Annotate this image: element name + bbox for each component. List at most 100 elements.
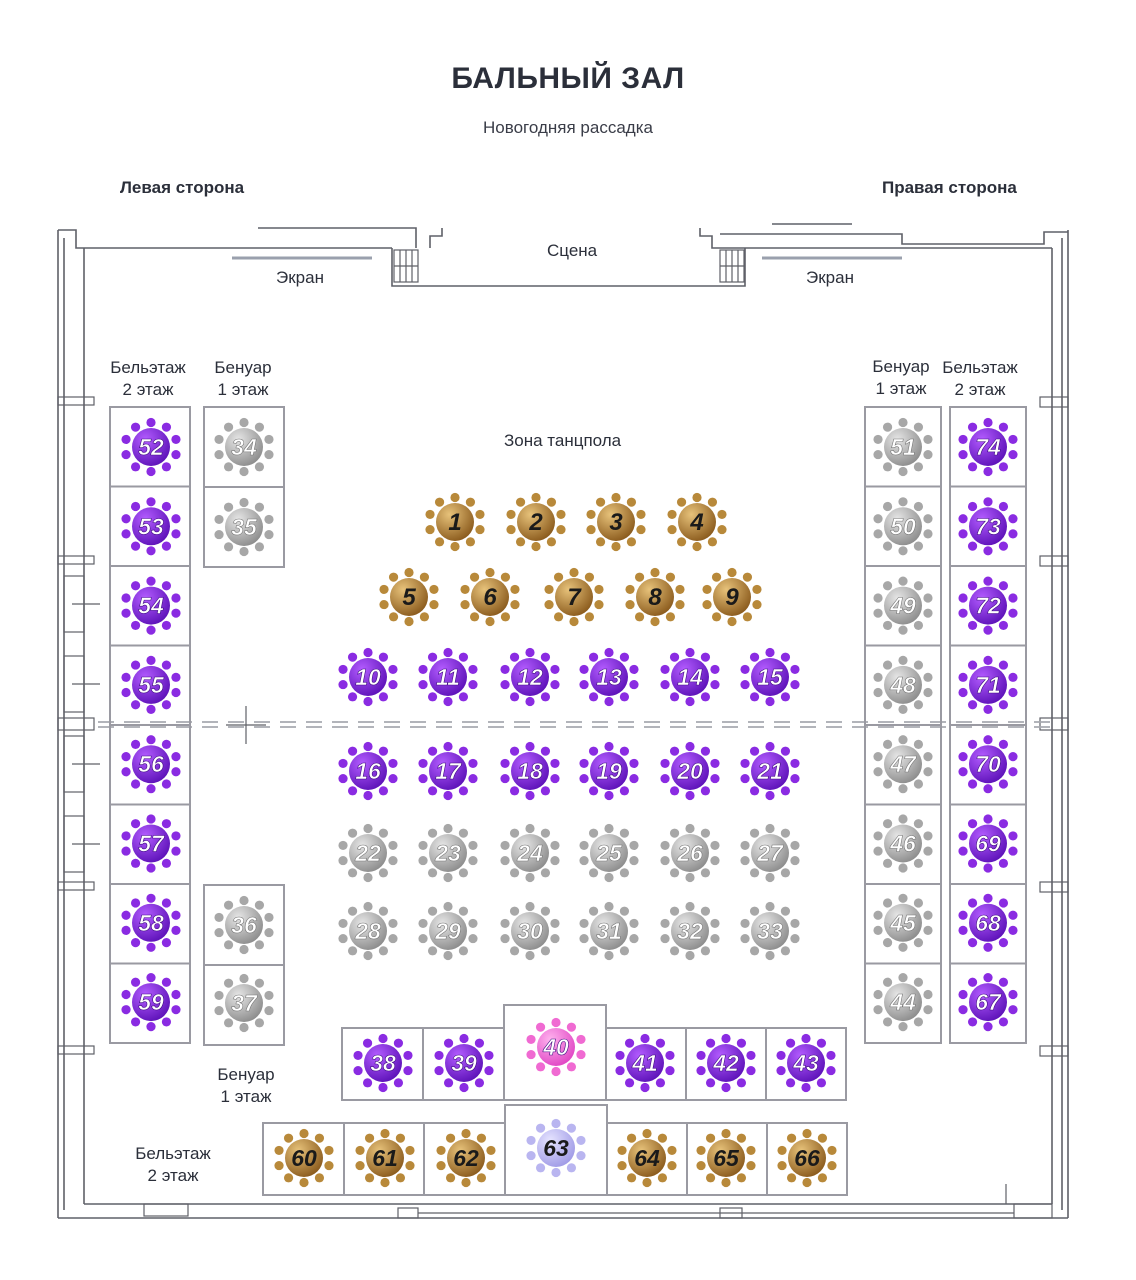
table-53[interactable]: 53 (121, 497, 181, 556)
table-43[interactable]: 43 (776, 1033, 836, 1093)
table-70[interactable]: 70 (958, 735, 1018, 794)
table-19[interactable]: 19 (579, 741, 639, 801)
table-67[interactable]: 67 (958, 973, 1018, 1032)
table-49[interactable]: 49 (873, 576, 933, 635)
table-37[interactable]: 37 (214, 973, 274, 1033)
table-16[interactable]: 16 (338, 741, 398, 801)
table-39[interactable]: 39 (434, 1033, 494, 1093)
table-13[interactable]: 13 (579, 647, 639, 707)
table-18[interactable]: 18 (500, 741, 560, 801)
table-9[interactable]: 9 (702, 567, 762, 627)
table-73[interactable]: 73 (958, 497, 1018, 556)
table-24[interactable]: 24 (500, 823, 560, 883)
table-27[interactable]: 27 (740, 823, 800, 883)
table-33[interactable]: 33 (740, 901, 800, 961)
table-72[interactable]: 72 (958, 576, 1018, 635)
chair-dot (264, 434, 274, 445)
table-64[interactable]: 64 (617, 1128, 677, 1188)
table-55[interactable]: 55 (121, 655, 181, 715)
table-56[interactable]: 56 (121, 735, 181, 794)
chair-dot (500, 612, 511, 622)
table-71[interactable]: 71 (958, 655, 1018, 715)
table-61[interactable]: 61 (355, 1128, 415, 1188)
table-4[interactable]: 4 (667, 492, 727, 552)
table-60[interactable]: 60 (274, 1128, 334, 1188)
table-29[interactable]: 29 (418, 901, 478, 961)
table-1[interactable]: 1 (425, 492, 485, 552)
table-69[interactable]: 69 (958, 814, 1018, 873)
table-54[interactable]: 54 (121, 576, 181, 635)
table-23[interactable]: 23 (418, 823, 478, 883)
chair-dot (484, 1050, 494, 1061)
table-44[interactable]: 44 (873, 973, 933, 1032)
table-14[interactable]: 14 (660, 647, 720, 707)
table-65[interactable]: 65 (696, 1128, 756, 1188)
table-12[interactable]: 12 (500, 647, 560, 707)
table-7[interactable]: 7 (544, 567, 604, 627)
table-number: 29 (434, 918, 461, 944)
chair-dot (740, 758, 750, 769)
table-35[interactable]: 35 (214, 497, 274, 557)
table-26[interactable]: 26 (660, 823, 720, 883)
table-15[interactable]: 15 (740, 647, 800, 707)
table-number: 62 (453, 1145, 479, 1171)
table-40[interactable]: 40 (526, 1017, 586, 1077)
chair-dot (443, 823, 453, 834)
table-17[interactable]: 17 (418, 741, 478, 801)
table-47[interactable]: 47 (873, 735, 933, 794)
table-number: 63 (543, 1135, 569, 1161)
table-58[interactable]: 58 (121, 893, 181, 952)
chair-dot (604, 901, 614, 912)
table-74[interactable]: 74 (958, 417, 1018, 477)
table-3[interactable]: 3 (586, 492, 646, 552)
table-38[interactable]: 38 (353, 1033, 413, 1093)
table-22[interactable]: 22 (338, 823, 398, 883)
table-52[interactable]: 52 (121, 417, 181, 477)
table-31[interactable]: 31 (579, 901, 639, 961)
table-32[interactable]: 32 (660, 901, 720, 961)
table-59[interactable]: 59 (121, 973, 181, 1032)
table-46[interactable]: 46 (873, 814, 933, 873)
table-62[interactable]: 62 (436, 1128, 496, 1188)
table-57[interactable]: 57 (121, 814, 181, 873)
chair-dot (721, 1033, 731, 1044)
chair-dot (355, 1160, 365, 1171)
table-63[interactable]: 63 (526, 1118, 586, 1178)
chair-dot (584, 612, 595, 622)
table-34[interactable]: 34 (214, 417, 274, 477)
table-20[interactable]: 20 (660, 741, 720, 801)
table-6[interactable]: 6 (460, 567, 520, 627)
chair-dot (826, 1065, 836, 1076)
table-number: 71 (975, 672, 1001, 698)
dance-zone-label: Зона танцпола (504, 431, 622, 450)
chair-dot (998, 898, 1009, 908)
table-top (429, 752, 467, 790)
table-8[interactable]: 8 (625, 567, 685, 627)
table-5[interactable]: 5 (379, 567, 439, 627)
table-50[interactable]: 50 (873, 497, 933, 556)
chair-dot (264, 449, 274, 460)
table-48[interactable]: 48 (873, 655, 933, 715)
table-36[interactable]: 36 (214, 895, 274, 955)
table-66[interactable]: 66 (777, 1128, 837, 1188)
chair-dot (458, 868, 469, 878)
table-21[interactable]: 21 (740, 741, 800, 801)
chair-dot (436, 1145, 446, 1156)
table-2[interactable]: 2 (506, 492, 566, 552)
chair-dot (882, 898, 893, 908)
table-45[interactable]: 45 (873, 893, 933, 952)
table-top (436, 503, 474, 541)
table-30[interactable]: 30 (500, 901, 560, 961)
chair-dot (967, 739, 978, 749)
table-25[interactable]: 25 (579, 823, 639, 883)
table-28[interactable]: 28 (338, 901, 398, 961)
table-41[interactable]: 41 (615, 1033, 675, 1093)
chair-dot (388, 840, 398, 851)
chair-dot (790, 840, 800, 851)
table-51[interactable]: 51 (873, 417, 933, 477)
table-11[interactable]: 11 (418, 647, 478, 707)
table-68[interactable]: 68 (958, 893, 1018, 952)
table-10[interactable]: 10 (338, 647, 398, 707)
chair-dot (765, 823, 775, 834)
table-42[interactable]: 42 (696, 1033, 756, 1093)
